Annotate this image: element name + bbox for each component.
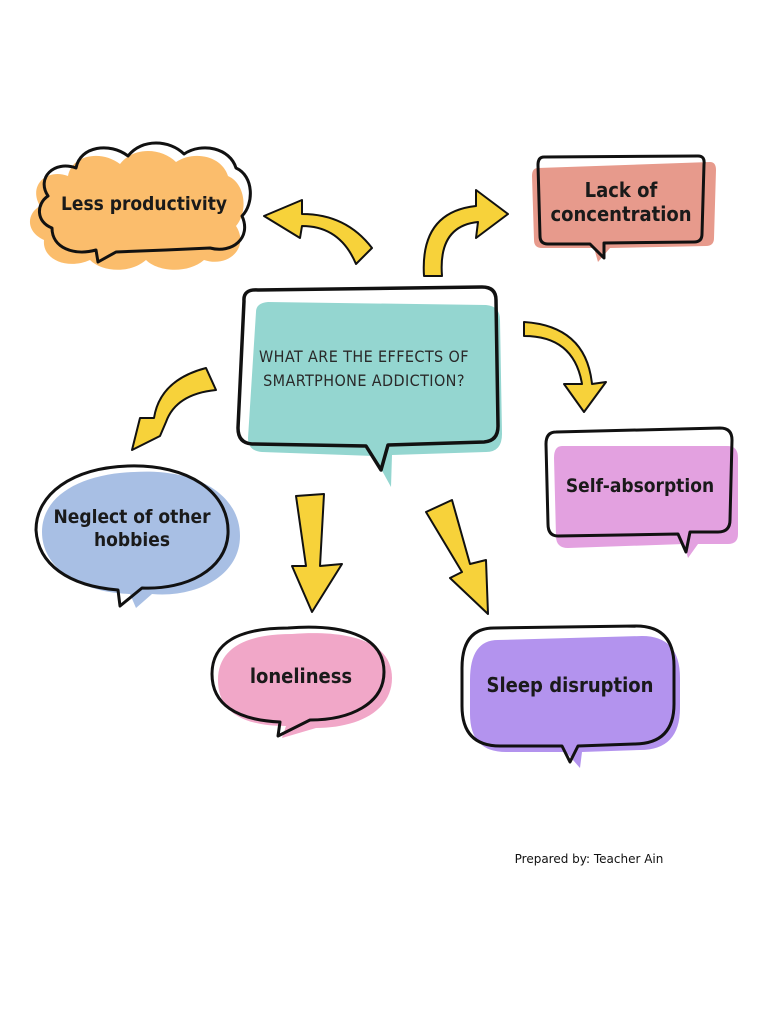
effect-less-productivity: Less productivity <box>60 193 228 216</box>
effect-lack-of-concentration: Lack of concentration <box>550 177 692 226</box>
loneliness-outline <box>210 625 386 738</box>
arrow-to-self-absorption <box>523 321 607 413</box>
neglect-outline <box>34 464 230 608</box>
effect-self-absorption: Self-absorption <box>565 475 715 498</box>
effect-sleep-disruption: Sleep disruption <box>486 672 654 697</box>
self-absorption-outline <box>544 426 734 554</box>
neglect-fill <box>42 471 240 608</box>
central-question: What are the effects of smartphone addic… <box>259 347 469 390</box>
central-bubble <box>236 285 502 487</box>
less-productivity-fill <box>29 151 244 270</box>
arrow-to-sleep-disruption <box>425 499 489 615</box>
lack-of-concentration-outline <box>536 154 706 260</box>
effect-loneliness: loneliness <box>249 663 353 688</box>
sleep-disruption-outline <box>460 624 676 764</box>
arrow-to-lack-of-concentration <box>422 189 509 277</box>
neglect-bubble <box>34 464 240 608</box>
arrow-to-less-productivity <box>263 199 373 265</box>
loneliness-bubble <box>210 625 392 738</box>
sleep-disruption-bubble <box>460 624 680 768</box>
less-productivity-bubble <box>29 141 252 270</box>
footer-credit: Prepared by: Teacher Ain <box>514 852 664 866</box>
lack-of-concentration-fill <box>532 162 716 262</box>
less-productivity-outline <box>38 141 252 264</box>
lack-of-concentration-bubble <box>532 154 716 262</box>
loneliness-fill <box>218 633 392 738</box>
arrow-to-neglect <box>131 367 217 451</box>
sleep-disruption-fill <box>470 636 680 768</box>
central-bubble-outline <box>236 285 500 472</box>
arrow-to-loneliness <box>291 493 343 613</box>
central-bubble-fill <box>248 302 502 487</box>
self-absorption-fill <box>554 446 738 558</box>
effect-neglect-of-other-hobbies: Neglect of other hobbies <box>53 505 211 551</box>
self-absorption-bubble <box>544 426 738 558</box>
